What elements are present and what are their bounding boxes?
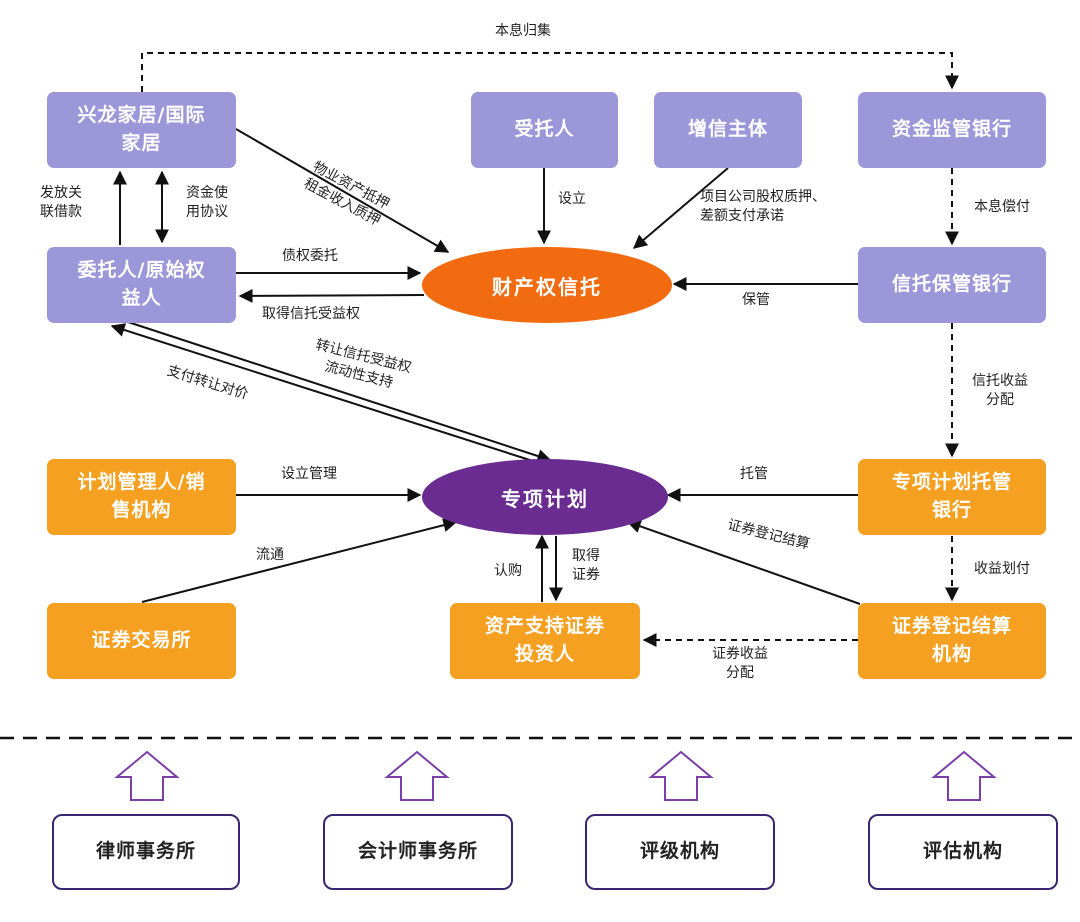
edge-obtain-beneficiary bbox=[238, 288, 425, 303]
label-securities-income: 证券收益 分配 bbox=[712, 646, 768, 681]
node-exchange: 证券交易所 bbox=[47, 603, 236, 679]
node-investors: 资产支持证券 投资人 bbox=[450, 603, 640, 679]
label-subscribe: 认购 bbox=[494, 563, 522, 579]
label-establish: 设立 bbox=[558, 191, 586, 207]
node-supervision-bank: 资金监管银行 bbox=[858, 92, 1046, 168]
edge-equity-pledge bbox=[632, 167, 729, 249]
node-rating-agency: 评级机构 bbox=[585, 814, 775, 890]
label-establish-manage: 设立管理 bbox=[281, 466, 337, 482]
edge-transfer-beneficiary bbox=[127, 321, 552, 463]
label-equity-pledge: 项目公司股权质押、 差额支付承诺 bbox=[700, 189, 826, 224]
node-plan-custody-bank: 专项计划托管 银行 bbox=[858, 459, 1046, 535]
edge-principal-collection bbox=[141, 52, 959, 92]
node-custody-bank: 信托保管银行 bbox=[858, 247, 1046, 323]
up-arrow-outline-icon bbox=[931, 750, 997, 801]
label-principal-repay: 本息偿付 bbox=[974, 199, 1030, 215]
node-trustee: 受托人 bbox=[471, 92, 618, 168]
label-claim-entrust: 债权委托 bbox=[282, 248, 338, 264]
node-accounting-firm: 会计师事务所 bbox=[323, 814, 513, 890]
node-law-firm: 律师事务所 bbox=[52, 814, 240, 890]
label-custody: 保管 bbox=[742, 292, 770, 308]
node-special-plan: 专项计划 bbox=[422, 459, 668, 535]
node-xinglong: 兴龙家居/国际 家居 bbox=[47, 92, 236, 168]
label-income-payment: 收益划付 bbox=[974, 561, 1030, 577]
label-trust-income: 信托收益 分配 bbox=[972, 373, 1028, 408]
up-arrow-outline-icon bbox=[648, 750, 714, 801]
edge-registration bbox=[626, 519, 861, 605]
node-appraisal-agency: 评估机构 bbox=[868, 814, 1058, 890]
label-circulation: 流通 bbox=[256, 547, 284, 563]
label-escrow: 托管 bbox=[740, 466, 768, 482]
up-arrow-outline-icon bbox=[384, 750, 450, 801]
node-plan-manager: 计划管理人/销 售机构 bbox=[47, 459, 236, 535]
node-property-trust: 财产权信托 bbox=[422, 247, 672, 323]
edge-property-pledge bbox=[235, 128, 450, 253]
label-issue-loans: 发放关 联借款 bbox=[40, 185, 82, 220]
label-obtain-securities: 取得 证券 bbox=[572, 548, 600, 583]
node-registry: 证券登记结算 机构 bbox=[858, 603, 1046, 679]
edge-pay-consideration bbox=[110, 323, 537, 463]
node-entrustor: 委托人/原始权 益人 bbox=[47, 247, 236, 323]
node-credit-enhancer: 增信主体 bbox=[654, 92, 802, 168]
label-obtain-beneficiary: 取得信托受益权 bbox=[262, 306, 360, 322]
up-arrow-outline-icon bbox=[114, 750, 180, 801]
label-principal-collection: 本息归集 bbox=[495, 23, 551, 39]
edge-circulation bbox=[141, 518, 458, 603]
label-fund-agreement: 资金使 用协议 bbox=[186, 185, 228, 220]
